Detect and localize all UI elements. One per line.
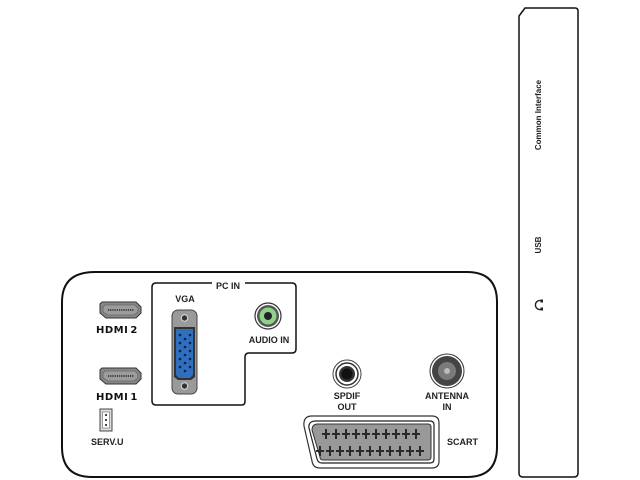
scart-pin (366, 446, 374, 456)
usb-label: USB (534, 236, 543, 253)
scart-label: SCART (447, 437, 479, 447)
service-port (99, 408, 113, 432)
pc-in-group-box (151, 282, 297, 406)
audio-in-label: AUDIO IN (249, 335, 290, 345)
common-interface-label: Common Interface (534, 79, 543, 150)
vga-pin (188, 357, 192, 361)
hdmi2-port (99, 301, 142, 319)
vga-pin (188, 365, 192, 369)
scart-pin (362, 429, 370, 439)
antenna-in-jack (429, 353, 465, 389)
scart-pin (372, 429, 380, 439)
vga-pin (178, 349, 182, 353)
scart-pin (356, 446, 364, 456)
scart-pin (412, 429, 420, 439)
vga-pin (183, 369, 187, 373)
scart-pin (346, 446, 354, 456)
hdmi1-port (99, 367, 142, 385)
scart-pin (376, 446, 384, 456)
scart-pin (342, 429, 350, 439)
scart-pin (352, 429, 360, 439)
pc-in-label: PC IN (216, 281, 240, 291)
scart-pin (332, 429, 340, 439)
scart-pin (326, 446, 334, 456)
scart-pin (402, 429, 410, 439)
scart-pin (336, 446, 344, 456)
vga-pin (178, 333, 182, 337)
antenna-label-line1: ANTENNA (425, 391, 469, 401)
antenna-label-line2: IN (443, 402, 452, 412)
vga-pin (183, 337, 187, 341)
vga-pin (183, 353, 187, 357)
audio-in-jack (254, 302, 282, 330)
scart-pin (416, 446, 424, 456)
vga-pin (178, 365, 182, 369)
spdif-out-jack (332, 359, 362, 389)
vga-pin (188, 341, 192, 345)
side-panel-outline (518, 7, 579, 478)
vga-pin (188, 333, 192, 337)
vga-pin (178, 357, 182, 361)
scart-pin (396, 446, 404, 456)
scart-pin (322, 429, 330, 439)
scart-pin (316, 446, 324, 456)
scart-pin (382, 429, 390, 439)
scart-pin (406, 446, 414, 456)
vga-pin (183, 361, 187, 365)
headphone-icon (534, 299, 543, 311)
vga-pin (183, 345, 187, 349)
vga-label: VGA (175, 294, 195, 304)
spdif-label-line2: OUT (338, 402, 358, 412)
service-label: SERV.U (91, 437, 124, 447)
spdif-label-line1: SPDIF (334, 391, 361, 401)
vga-pin (178, 341, 182, 345)
scart-port (303, 415, 440, 469)
vga-pin (188, 349, 192, 353)
scart-pin (386, 446, 394, 456)
vga-port (171, 309, 198, 395)
scart-pin (392, 429, 400, 439)
